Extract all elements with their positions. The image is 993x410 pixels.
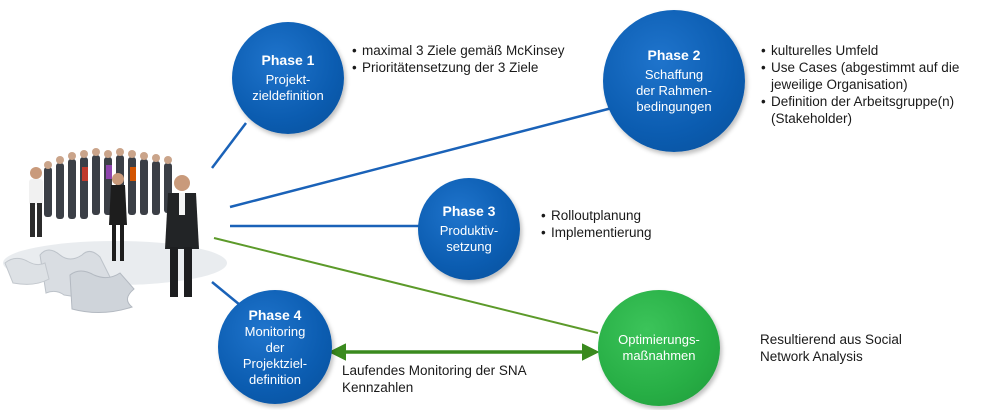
phase-1-desc-line: Projekt- (265, 72, 311, 87)
list-item: maximal 3 Ziele gemäß McKinsey (352, 42, 612, 59)
phase-3-title: Phase 3 (442, 203, 496, 219)
connector-phase-4 (211, 281, 241, 306)
list-item: Use Cases (abgestimmt auf die jeweilige … (761, 59, 987, 93)
phase-3-desc-line: setzung (446, 239, 492, 254)
phase-1-bullets: maximal 3 Ziele gemäß McKinsey Priorität… (352, 42, 612, 76)
connector-optimierung (213, 237, 599, 334)
list-item: Prioritätensetzung der 3 Ziele (352, 59, 612, 76)
business-team-on-puzzle-icon (3, 148, 227, 313)
phase-4-title: Phase 4 (248, 306, 302, 323)
list-item: Rolloutplanung (541, 207, 701, 224)
list-item: Definition der Arbeitsgruppe(n) (Stakeho… (761, 93, 987, 127)
connector-phase-1 (211, 122, 247, 169)
phase-2-circle: Phase 2 Schaffung der Rahmen- bedingunge… (603, 10, 745, 152)
phase-3-circle: Phase 3 Produktiv- setzung (418, 178, 520, 280)
phase-1-title: Phase 1 (261, 52, 315, 68)
phase-4-desc-line: der (265, 339, 285, 355)
list-item: kulturelles Umfeld (761, 42, 987, 59)
optimierung-circle: Optimierungs- maßnahmen (598, 290, 720, 406)
phase-4-desc-line: Projektziel- (242, 355, 308, 371)
optimierung-note: Resultierend aus Social Network Analysis (760, 332, 902, 364)
phase-2-desc-line: der Rahmen- (636, 83, 712, 98)
phase-2-bullets: kulturelles Umfeld Use Cases (abgestimmt… (761, 42, 987, 127)
monitoring-arrow-label: Laufendes Monitoring der SNA Kennzahlen (342, 363, 526, 395)
phase-1-desc-line: zieldefinition (252, 88, 324, 103)
phase-2-desc-line: bedingungen (636, 99, 712, 114)
phase-4-desc-line: definition (248, 371, 302, 387)
connector-phase-2 (229, 106, 613, 209)
phase-3-bullets: Rolloutplanung Implementierung (541, 207, 701, 241)
phase-3-desc-line: Produktiv- (439, 223, 499, 238)
phase-2-desc-line: Schaffung (644, 67, 704, 82)
optimierung-desc-line: Optimierungs- (618, 332, 700, 347)
phase-4-desc-line: Monitoring (244, 323, 306, 339)
phase-1-circle: Phase 1 Projekt- zieldefinition (232, 22, 344, 134)
phase-4-circle: Phase 4 Monitoring der Projektziel- defi… (218, 290, 332, 404)
optimierung-desc-line: maßnahmen (622, 348, 696, 363)
list-item: Implementierung (541, 224, 701, 241)
phase-2-title: Phase 2 (647, 47, 701, 63)
